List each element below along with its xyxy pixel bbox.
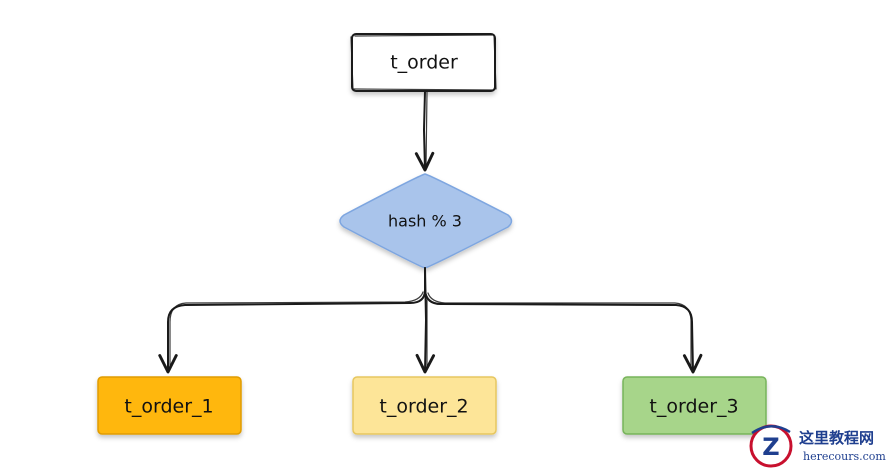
edge-decision-to-shard-2 xyxy=(415,267,436,374)
shard-node-3: t_order_3 xyxy=(622,376,767,435)
shard-node-1: t_order_1 xyxy=(97,376,242,435)
z-logo-icon: Z xyxy=(749,424,793,468)
shard-node-3-label: t_order_3 xyxy=(649,396,738,418)
watermark-title: 这里教程网 xyxy=(799,429,874,447)
edge-decision-to-shard-3 xyxy=(424,289,703,374)
decision-node-label: hash % 3 xyxy=(388,212,462,231)
shard-node-1-label: t_order_1 xyxy=(124,396,213,418)
shard-node-3-box xyxy=(622,376,767,435)
watermark: Z 这里教程网 herecours.com xyxy=(749,424,886,468)
watermark-subtitle: herecours.com xyxy=(803,450,886,463)
shard-node-1-box xyxy=(97,376,242,435)
decision-node: hash % 3 xyxy=(339,173,513,269)
edge-source-to-decision xyxy=(414,90,435,172)
shard-node-2-label: t_order_2 xyxy=(379,396,468,418)
edge-decision-to-shard-1 xyxy=(158,267,426,374)
shard-node-2: t_order_2 xyxy=(352,376,497,435)
source-node: t_order xyxy=(350,33,497,92)
shard-node-2-box xyxy=(352,376,497,435)
source-node-label: t_order xyxy=(390,52,458,74)
svg-text:Z: Z xyxy=(762,433,779,461)
